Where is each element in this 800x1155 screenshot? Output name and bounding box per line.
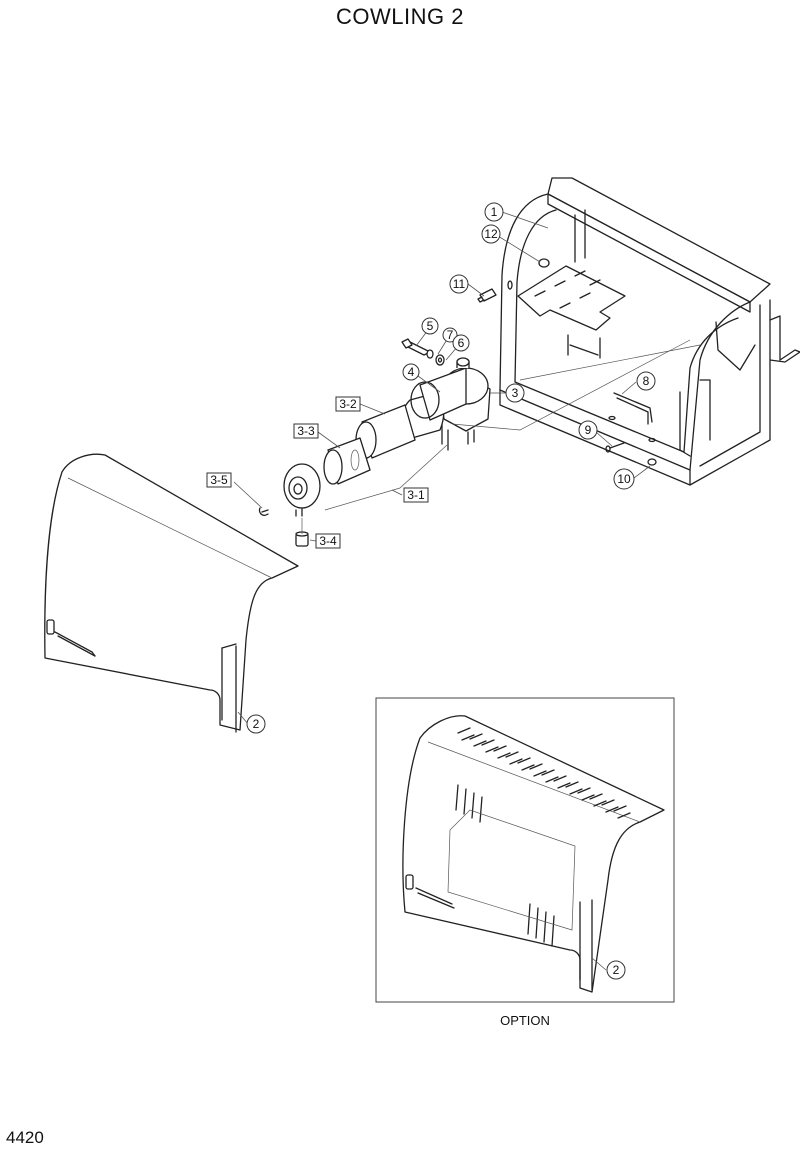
option-caption: OPTION	[500, 1013, 550, 1028]
cowling-frame	[499, 177, 800, 486]
callout-9: 9	[578, 420, 598, 440]
svg-text:12: 12	[484, 227, 498, 241]
svg-text:9: 9	[585, 423, 592, 437]
air-cleaner-assembly	[258, 357, 491, 547]
leader-lines	[233, 211, 651, 971]
cowling-cover	[44, 453, 299, 733]
callout-1: 1	[484, 202, 504, 222]
assembly-lines	[301, 339, 691, 534]
callout-12: 12	[481, 224, 501, 244]
callout-5: 5	[421, 317, 439, 335]
option-vented-cover	[402, 715, 665, 993]
callout-3-5: 3-5	[206, 472, 232, 488]
svg-text:5: 5	[427, 319, 434, 333]
svg-text:2: 2	[613, 963, 620, 977]
svg-text:3-2: 3-2	[339, 397, 357, 411]
callout-2-option: 2	[606, 960, 626, 980]
bolt-11	[477, 288, 497, 303]
callout-6: 6	[452, 334, 470, 352]
option-frame	[375, 697, 675, 1003]
svg-text:3-1: 3-1	[407, 488, 425, 502]
page-title: COWLING 2	[336, 4, 464, 29]
callout-11: 11	[449, 274, 469, 294]
page-number: 4420	[6, 1128, 44, 1147]
callout-7: 7	[442, 327, 458, 343]
callout-3-4: 3-4	[315, 533, 341, 549]
callout-3: 3	[505, 383, 525, 403]
bolt-washers-5-6-7	[401, 338, 445, 366]
callout-2-cover: 2	[246, 714, 266, 734]
callout-8: 8	[636, 371, 656, 391]
svg-text:3: 3	[512, 386, 519, 400]
callout-3-2: 3-2	[335, 396, 361, 412]
svg-text:10: 10	[617, 472, 631, 486]
callout-3-3: 3-3	[293, 423, 319, 439]
svg-text:6: 6	[458, 336, 465, 350]
svg-text:3-3: 3-3	[297, 424, 315, 438]
callout-10: 10	[613, 468, 635, 490]
svg-text:11: 11	[453, 277, 466, 291]
svg-text:7: 7	[447, 328, 454, 342]
svg-text:2: 2	[253, 717, 260, 731]
svg-text:3-4: 3-4	[319, 534, 337, 548]
callout-3-1: 3-1	[403, 487, 429, 503]
svg-text:3-5: 3-5	[210, 473, 228, 487]
svg-text:8: 8	[643, 374, 650, 388]
svg-text:4: 4	[408, 365, 415, 379]
callout-4: 4	[402, 363, 420, 381]
svg-text:1: 1	[491, 205, 498, 219]
pin-9-washer-10	[605, 442, 657, 466]
